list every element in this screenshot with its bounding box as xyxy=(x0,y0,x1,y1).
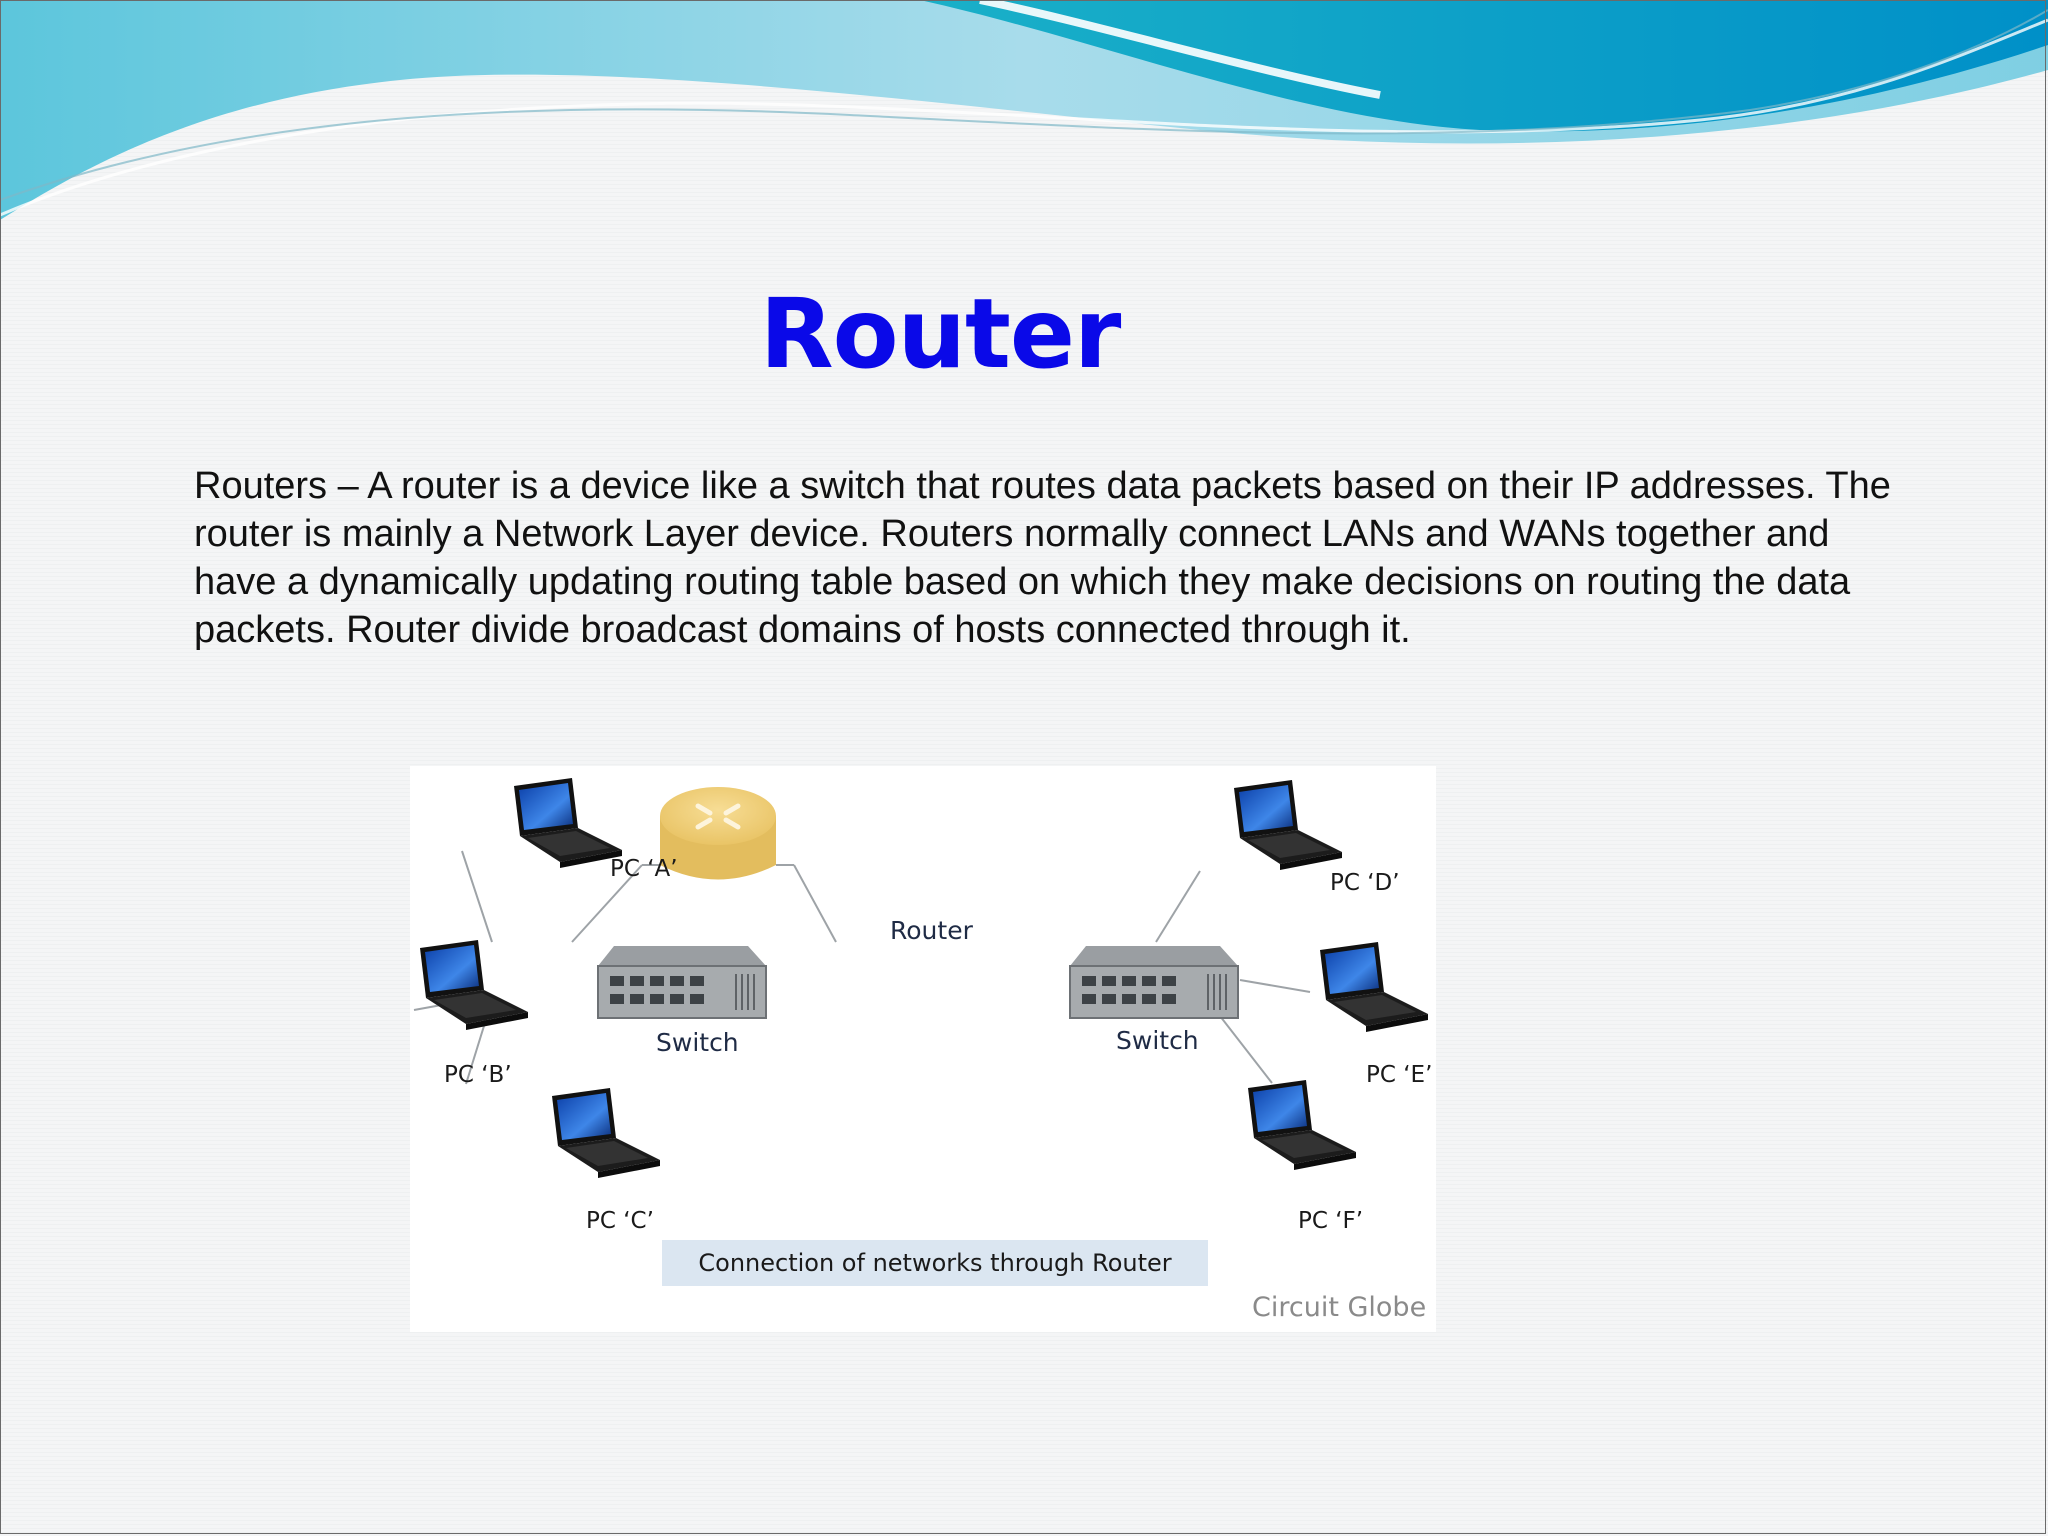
pc-a-label: PC ‘A’ xyxy=(610,856,678,882)
network-diagram: Router Switch Switch PC ‘A’ PC ‘B’ PC ‘C… xyxy=(410,766,1436,1332)
laptop-c-icon xyxy=(552,1088,660,1178)
pc-c-label: PC ‘C’ xyxy=(586,1208,654,1234)
diagram-caption: Connection of networks through Router xyxy=(698,1249,1172,1277)
pc-d-label: PC ‘D’ xyxy=(1330,870,1400,896)
switch-right-icon xyxy=(1069,945,1239,1019)
diagram-caption-box: Connection of networks through Router xyxy=(662,1240,1208,1286)
router-icon xyxy=(660,787,776,880)
laptop-d-icon xyxy=(1234,780,1342,870)
slide-title: Router xyxy=(759,278,1122,390)
image-credit: Circuit Globe xyxy=(1252,1292,1427,1323)
header-wave-decoration xyxy=(0,0,2048,220)
laptop-a-icon xyxy=(514,778,622,868)
laptop-b-icon xyxy=(420,940,528,1030)
pc-b-label: PC ‘B’ xyxy=(444,1062,512,1088)
pc-e-label: PC ‘E’ xyxy=(1366,1062,1433,1088)
pc-f-label: PC ‘F’ xyxy=(1298,1208,1364,1234)
slide-body-text: Routers – A router is a device like a sw… xyxy=(194,465,1891,651)
laptop-f-icon xyxy=(1248,1080,1356,1170)
router-label: Router xyxy=(890,916,973,945)
switch-left-label: Switch xyxy=(656,1028,739,1057)
switch-right-label: Switch xyxy=(1116,1026,1199,1055)
laptop-e-icon xyxy=(1320,942,1428,1032)
switch-left-icon xyxy=(597,945,767,1019)
